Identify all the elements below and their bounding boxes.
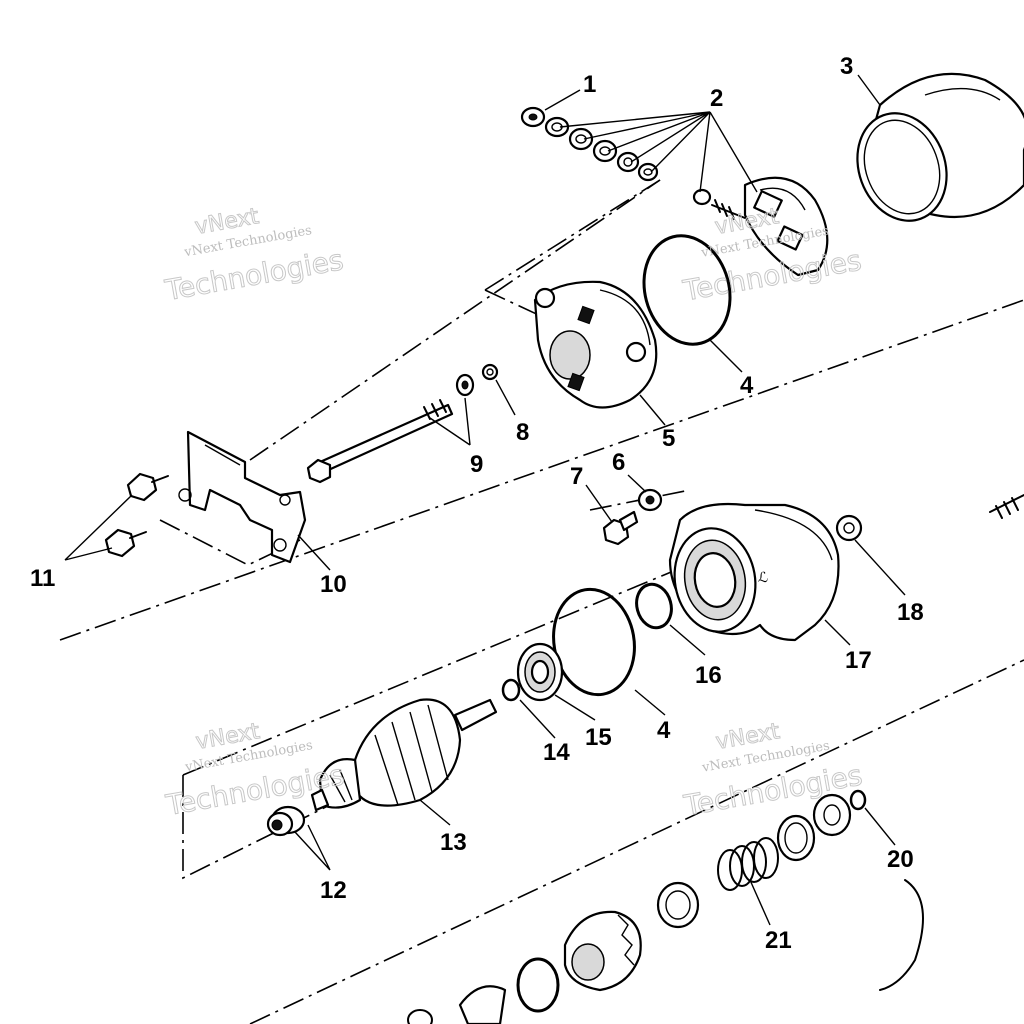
- lower-ring: [407, 957, 560, 1024]
- callout-13: 13: [440, 829, 467, 856]
- svg-text:ℒ: ℒ: [758, 570, 768, 586]
- drive-bracket-curve: [879, 879, 924, 991]
- part-3-yoke-housing: [856, 72, 1024, 222]
- callout-8: 8: [516, 419, 529, 446]
- part-7-screw: [602, 510, 639, 546]
- drive-stop-collar: [812, 793, 852, 837]
- callout-17: 17: [845, 647, 872, 674]
- part-21-spring: [717, 837, 779, 891]
- callout-3: 3: [840, 53, 853, 80]
- part-6-washer: [637, 488, 663, 512]
- part-17-drive-end-housing: ℒ: [668, 502, 840, 642]
- callout-12: 12: [320, 877, 347, 904]
- part-4-o-ring-upper: [642, 234, 732, 346]
- part-18-washer: [835, 494, 1024, 542]
- part-9-through-bolt: [306, 373, 475, 484]
- leader-lines: [64, 74, 906, 926]
- callout-10: 10: [320, 571, 347, 598]
- part-5-rear-end-cover: [533, 280, 658, 409]
- callout-20: 20: [887, 846, 914, 873]
- part-14-washer: [501, 678, 521, 702]
- callout-15: 15: [585, 724, 612, 751]
- callout-labels: 1 2 3 4 5 6 7 8 9 10 11 12 13 14 15 16 1…: [30, 53, 924, 954]
- part-11-bolts: [104, 472, 169, 558]
- pinion-clutch: [563, 910, 642, 992]
- part-12-bushing: [266, 805, 306, 837]
- part-8-o-ring: [481, 363, 499, 381]
- drive-sleeve: [776, 814, 816, 862]
- callout-6: 6: [612, 449, 625, 476]
- callout-2: 2: [710, 85, 723, 112]
- part-4-o-ring-lower: [552, 587, 636, 697]
- callout-7: 7: [570, 463, 583, 490]
- part-20-retaining-ring: [849, 789, 867, 811]
- callout-11: 11: [30, 565, 55, 592]
- callout-4-lower: 4: [657, 717, 671, 744]
- callout-21: 21: [765, 927, 792, 954]
- watermark-2: vNext vNext Technologies Technologies: [679, 204, 864, 308]
- part-2-washer-stack: [544, 116, 712, 206]
- part-13-armature: [310, 698, 498, 812]
- part-15-bearing: [516, 642, 564, 702]
- callout-16: 16: [695, 662, 722, 689]
- callout-9: 9: [470, 451, 483, 478]
- callout-5: 5: [662, 425, 675, 452]
- callout-14: 14: [543, 739, 570, 766]
- callout-1: 1: [583, 71, 596, 98]
- callout-4-upper: 4: [740, 372, 754, 399]
- brush-holder-plate: [711, 176, 829, 277]
- callout-18: 18: [897, 599, 924, 626]
- drive-collar: [656, 881, 700, 929]
- part-16-ring: [635, 582, 673, 630]
- watermark-1: vNext vNext Technologies Technologies: [161, 204, 346, 308]
- part-1-nut: [520, 106, 546, 128]
- part-10-mounting-bracket: [178, 430, 307, 564]
